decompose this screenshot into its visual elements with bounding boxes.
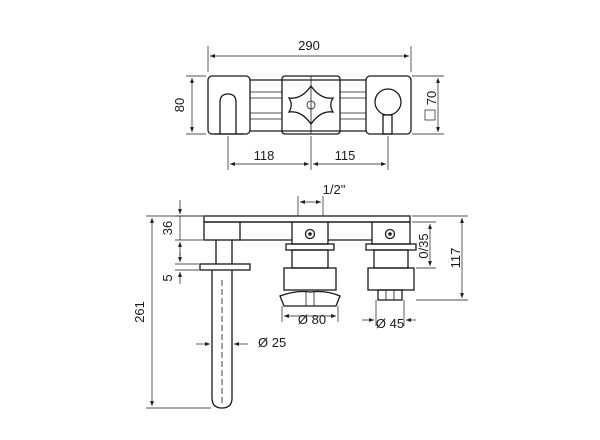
spout-rosette	[199, 263, 251, 271]
dim-rosette-5: 5	[160, 274, 175, 281]
thermostat-rosette	[365, 243, 417, 251]
dim-adjust: 0/35	[416, 233, 431, 258]
diverter-sleeve	[291, 249, 329, 269]
thermostat-plate	[365, 75, 412, 135]
diverter-cap	[283, 267, 337, 291]
spout-housing	[203, 221, 241, 241]
square-symbol-icon	[424, 109, 436, 121]
thermostat-sleeve	[373, 249, 409, 269]
spout-plate	[207, 75, 251, 135]
dim-dia-45: Ø 45	[376, 316, 404, 331]
dim-square: 70	[424, 91, 439, 105]
cross-handle-icon	[287, 84, 335, 126]
thermostat-knob	[374, 88, 402, 116]
dim-overall-width: 290	[298, 38, 320, 53]
dim-depth-36: 36	[160, 221, 175, 235]
dim-right-spacing: 115	[335, 148, 356, 163]
top-view: 290 80 70	[172, 38, 444, 170]
dim-dia-80: Ø 80	[298, 312, 326, 327]
thermostat-cap	[367, 267, 415, 291]
thermostat-lever	[382, 114, 393, 135]
dim-height: 80	[172, 98, 187, 112]
diverter-handle-icon	[279, 290, 341, 307]
diverter-rosette	[285, 243, 335, 251]
wall-plate	[203, 215, 411, 223]
spout-outlet	[219, 93, 237, 134]
front-view: 1/2" 36 5	[132, 182, 468, 409]
spout-tube	[211, 270, 233, 409]
dim-left-spacing: 118	[254, 148, 275, 163]
thermostat-knob-front	[377, 289, 403, 301]
dim-total-117: 117	[448, 248, 463, 269]
dim-thread: 1/2"	[323, 182, 346, 197]
dim-total-261: 261	[132, 301, 147, 323]
dim-dia-25: Ø 25	[258, 335, 286, 350]
